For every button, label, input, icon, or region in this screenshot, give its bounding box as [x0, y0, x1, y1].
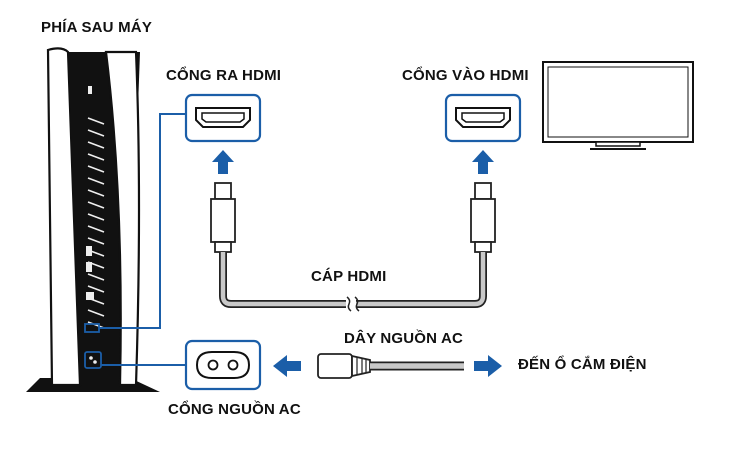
hdmi-out-port-icon: [184, 93, 262, 143]
to-outlet-label: ĐẾN Ổ CẮM ĐIỆN: [518, 356, 647, 373]
console-back-icon: [26, 47, 160, 392]
tv-monitor-icon: [542, 61, 694, 150]
hdmi-cable-label: CÁP HDMI: [311, 268, 387, 285]
ac-port-icon: [184, 339, 262, 391]
hdmi-in-port-icon: [444, 93, 522, 143]
hdmi-out-port-label: CỔNG RA HDMI: [166, 67, 282, 84]
back-of-console-label: PHÍA SAU MÁY: [41, 19, 153, 36]
hdmi-cable-icon: [210, 182, 496, 312]
arrow-left-icon: [273, 355, 301, 377]
ac-in-port-label: CỔNG NGUỒN AC: [168, 401, 301, 418]
hdmi-in-port-label: CỔNG VÀO HDMI: [402, 67, 529, 84]
ac-power-cord-label: DÂY NGUỒN AC: [344, 330, 464, 347]
ac-plug-icon: [317, 353, 464, 379]
hdmi-leader-line: [99, 113, 186, 329]
arrow-right-icon: [474, 355, 502, 377]
arrow-up-icon: [212, 150, 234, 174]
arrow-up-icon: [472, 150, 494, 174]
